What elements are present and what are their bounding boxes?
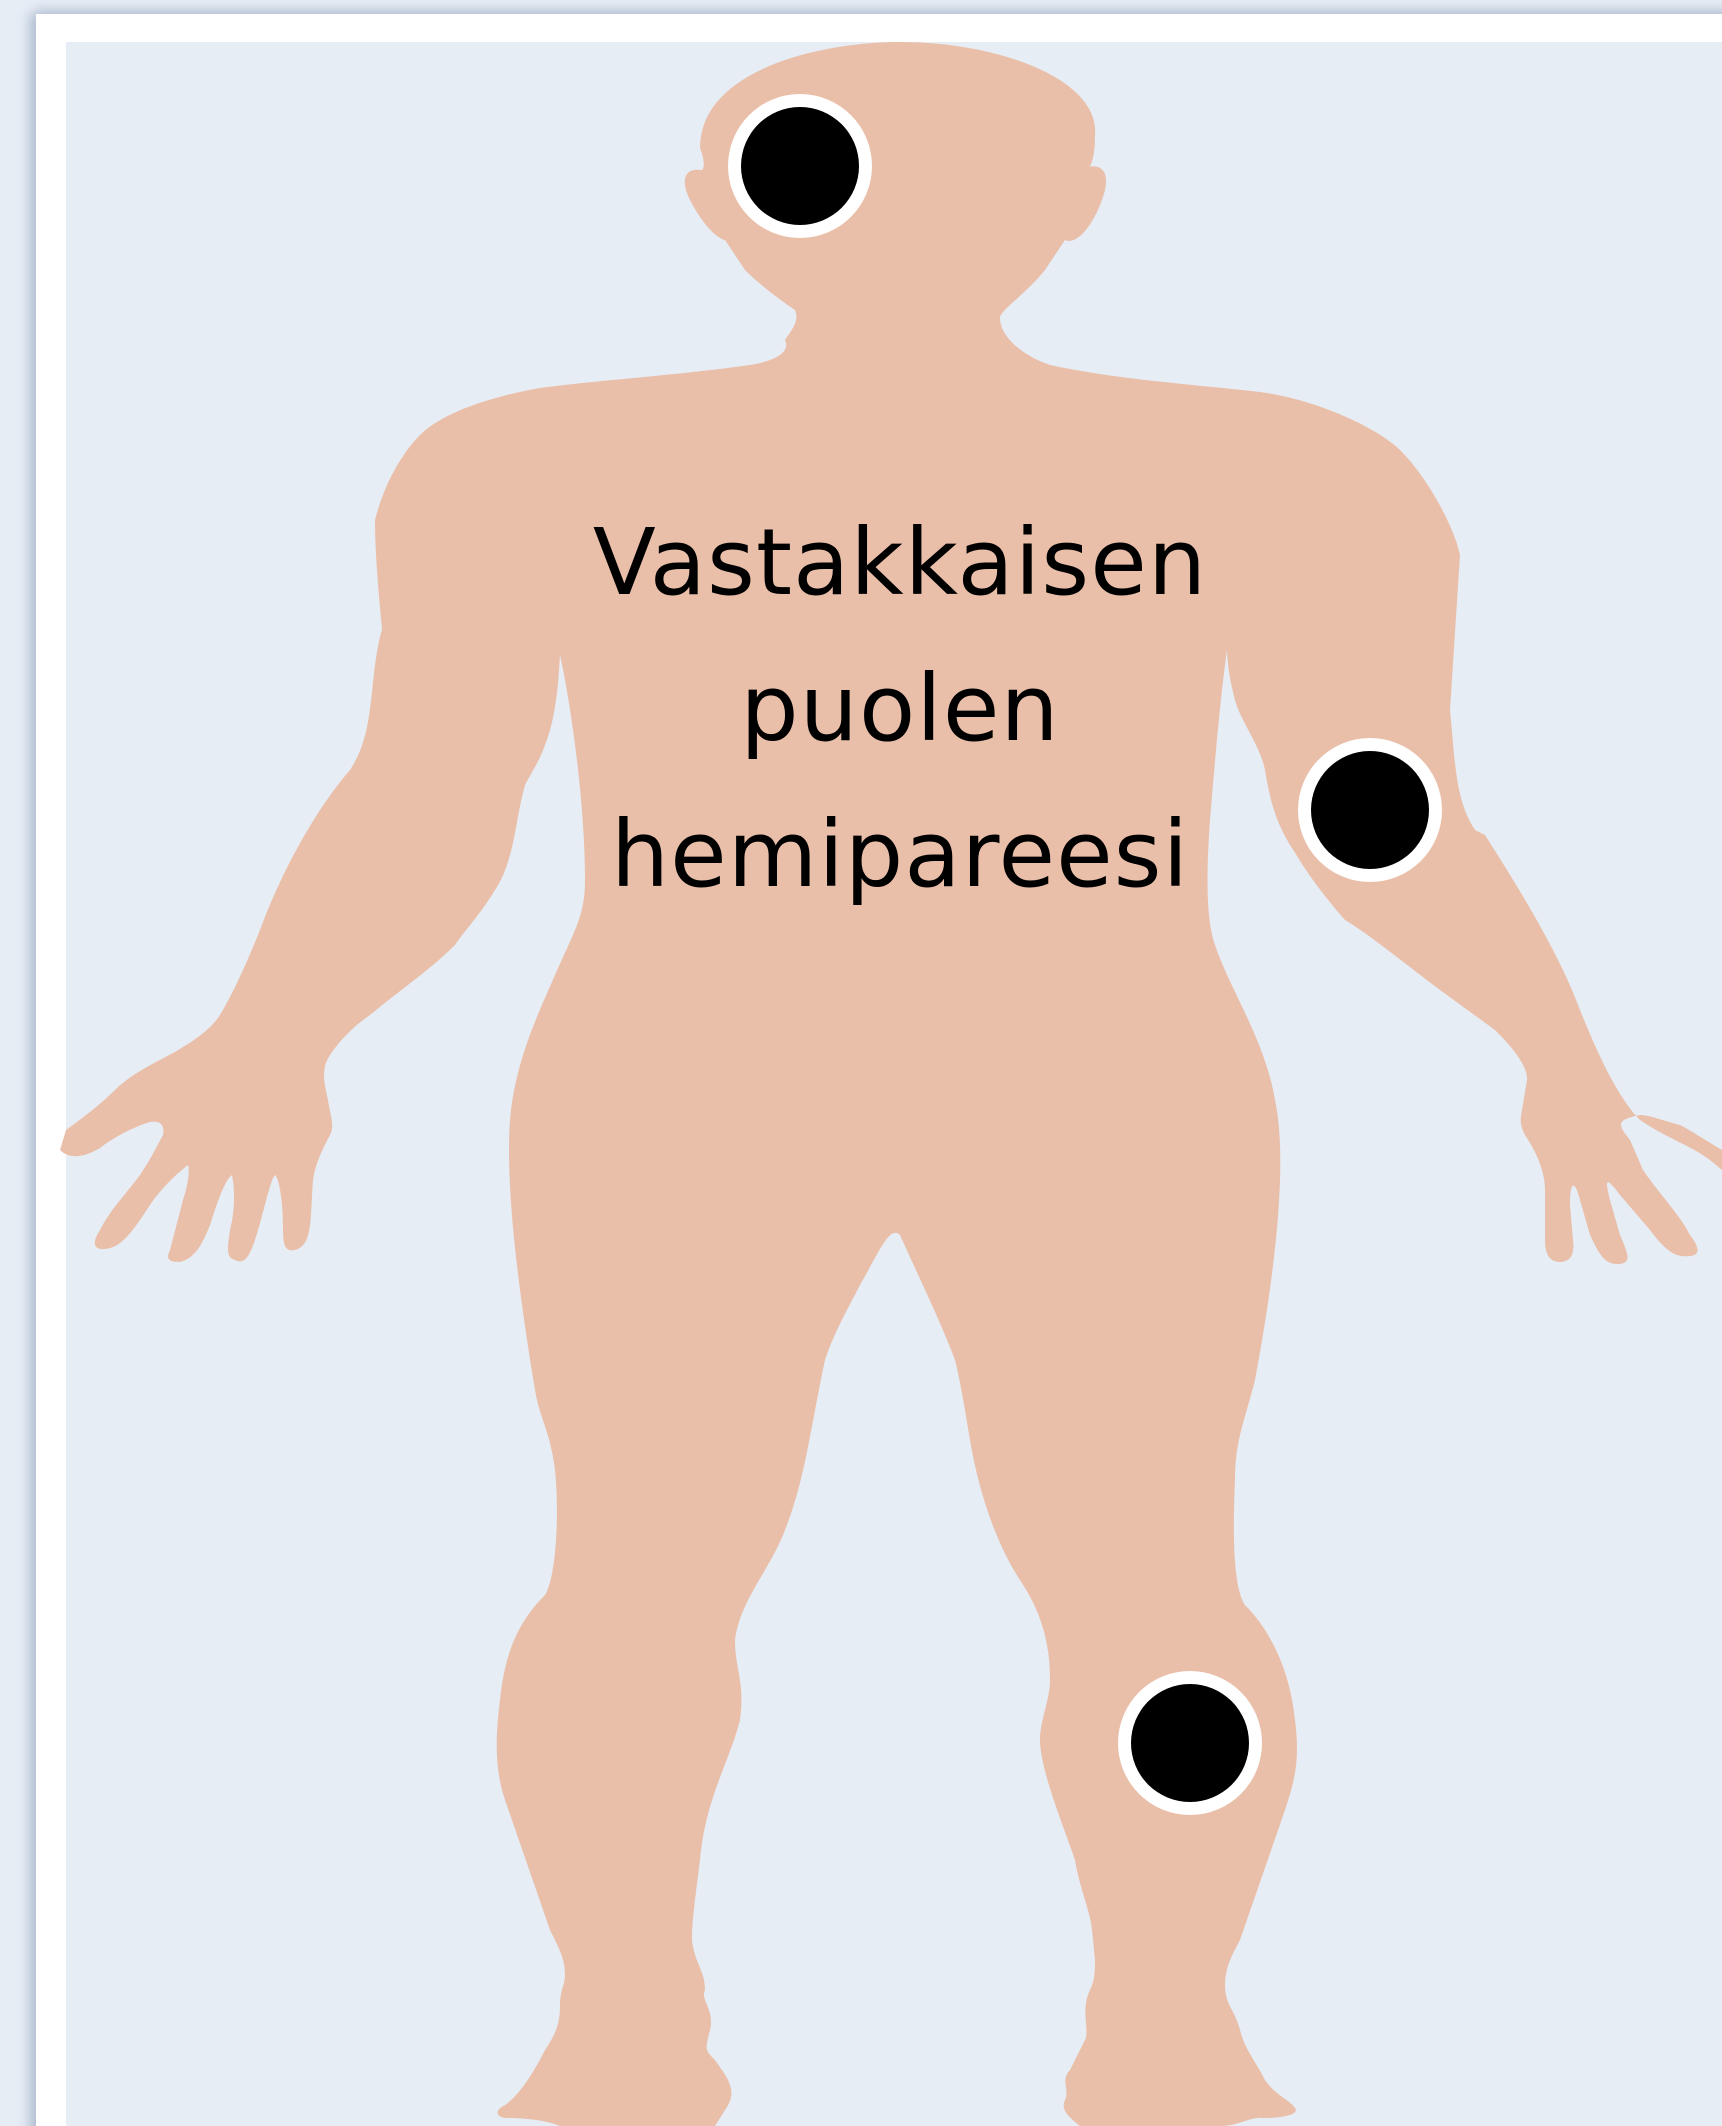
label-line-3: hemipareesi xyxy=(560,782,1240,928)
arm-marker xyxy=(1311,751,1429,869)
leg-marker xyxy=(1131,1684,1249,1802)
condition-label: Vastakkaisen puolen hemipareesi xyxy=(560,490,1240,928)
human-silhouette xyxy=(60,42,1722,2126)
label-line-2: puolen xyxy=(560,636,1240,782)
head-marker xyxy=(741,107,859,225)
label-line-1: Vastakkaisen xyxy=(560,490,1240,636)
